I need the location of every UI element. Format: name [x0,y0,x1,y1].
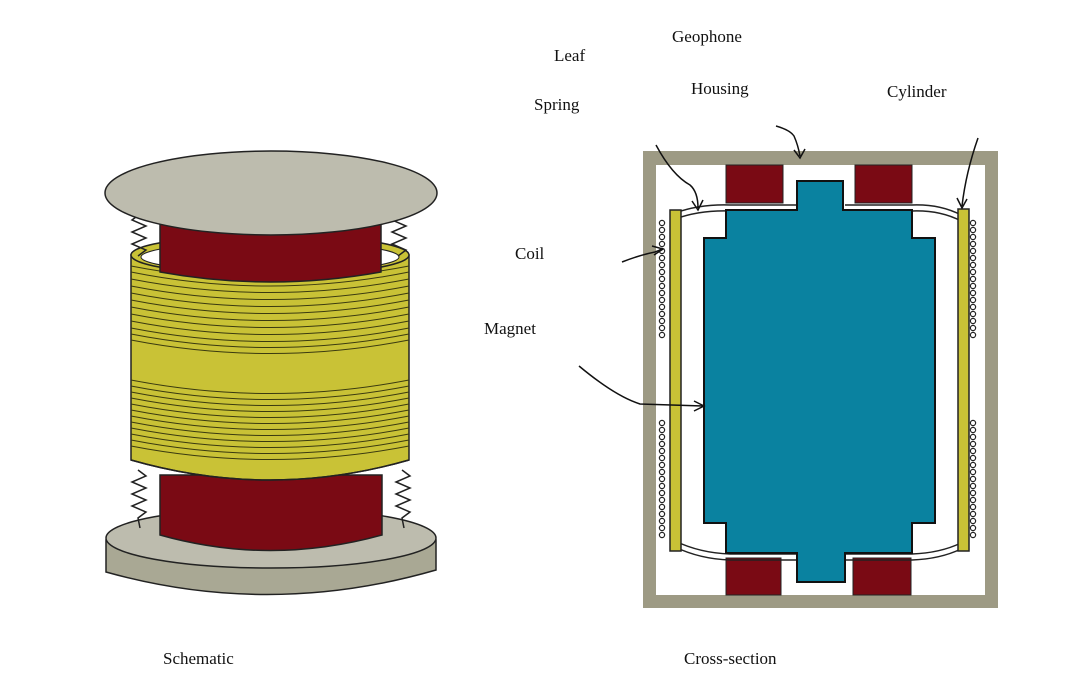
leaf-spring-bottom [674,540,962,561]
schematic-caption: Schematic [163,649,234,668]
coil-bar-right [957,208,970,552]
magnet-label: Magnet [484,319,536,338]
leaf-label: Leaf [554,46,585,65]
schematic-view [104,150,438,596]
magnet-arrow [578,365,704,407]
spring-label: Spring [534,95,580,114]
top-plate [104,150,438,236]
coil-arrow [621,248,663,263]
cylinder-block-bottom-right [852,557,912,596]
lower-magnet-cylinder [159,474,383,552]
coil-windings-right-upper [969,219,977,339]
cross-section-caption: Cross-section [684,649,777,668]
cylinder-block-top-left [725,164,784,204]
coil-label: Coil [515,244,545,263]
coil-windings-right-lower [969,419,977,539]
housing-arrow [775,125,801,157]
lower-right-spring [394,469,412,529]
coil-windings-left-lower [658,419,666,539]
cylinder-label: Cylinder [887,82,947,101]
geophone-label: Geophone [672,27,742,46]
housing-label: Housing [691,79,749,98]
cross-section-view [578,125,998,608]
leaf-spring-top [674,204,962,222]
magnet-body [703,180,936,583]
coil-bar-left [669,209,682,552]
cylinder-arrow [961,137,979,207]
leaf-spring-arrow [655,144,699,209]
cylinder-block-bottom-left [725,557,782,596]
coil-windings-left-upper [658,219,666,339]
cylinder-block-top-right [854,164,913,204]
lower-left-spring [130,469,148,529]
upper-left-spring [130,213,148,257]
